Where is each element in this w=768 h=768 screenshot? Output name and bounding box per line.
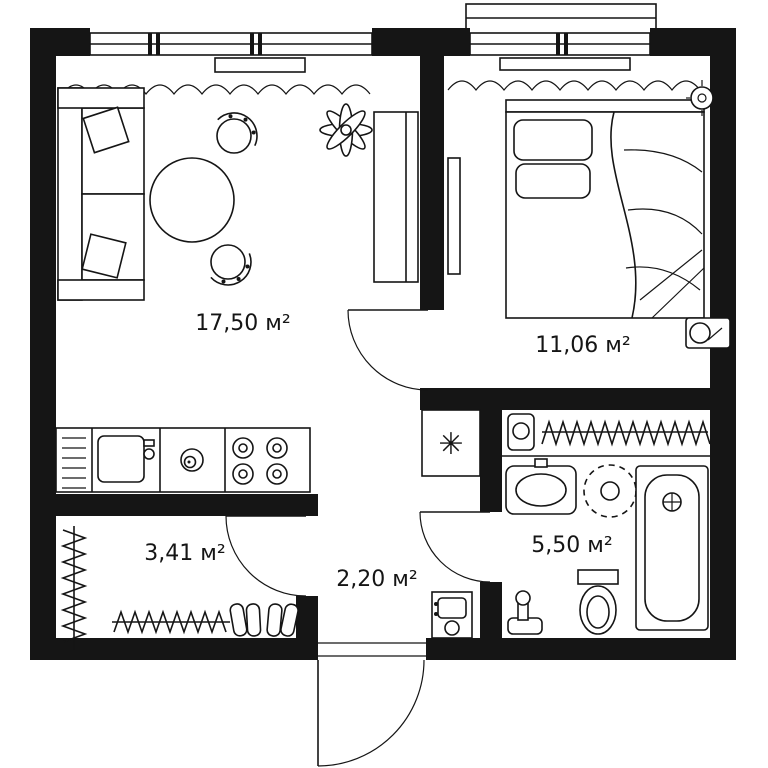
kitchen-counter xyxy=(55,427,311,493)
radiator xyxy=(214,57,306,73)
bathroom-door xyxy=(419,511,491,583)
hallway-wardrobe xyxy=(60,526,230,650)
stove-icon xyxy=(232,437,288,485)
plant-icon xyxy=(319,103,373,157)
walls xyxy=(30,28,736,660)
living-room-area-label: 17,50 м² xyxy=(195,311,290,336)
nightstand xyxy=(685,317,731,349)
chair xyxy=(216,112,258,154)
lamp-icon xyxy=(686,80,714,116)
corridor-area-label: 2,20 м² xyxy=(336,567,417,592)
toilet-icon xyxy=(577,569,619,635)
dish-rack-icon xyxy=(62,437,86,489)
curtains xyxy=(61,80,701,95)
bedroom-area-label: 11,06 м² xyxy=(535,333,630,358)
ventilation-shaft: ✳ xyxy=(421,409,481,477)
utility-panel-icon xyxy=(431,591,473,639)
drain-spiral-icon xyxy=(180,448,204,472)
dining-table xyxy=(149,157,235,243)
bathtub-icon xyxy=(635,465,709,631)
bathroom-closet xyxy=(502,413,711,457)
chair xyxy=(210,244,252,286)
hallway-door xyxy=(225,515,307,597)
bedroom-door xyxy=(347,309,429,391)
bathroom-sink-icon xyxy=(505,458,577,515)
living-window xyxy=(89,32,373,56)
tv-console xyxy=(447,157,461,275)
wardrobe xyxy=(373,111,419,283)
curtain-icon xyxy=(447,80,701,91)
water-heater-icon xyxy=(507,413,535,451)
washing-machine-icon xyxy=(583,464,637,518)
sofa xyxy=(57,87,145,301)
bathroom-area-label: 5,50 м² xyxy=(531,533,612,558)
shoes-icon xyxy=(229,603,299,637)
radiator xyxy=(499,57,631,71)
bed xyxy=(505,99,705,319)
kitchen-sink-icon xyxy=(97,435,155,483)
bedroom-window xyxy=(469,32,651,56)
entrance-door xyxy=(317,642,426,767)
tap-icon xyxy=(507,590,543,635)
hallway-area-label: 3,41 м² xyxy=(144,541,225,566)
ventilation-symbol: ✳ xyxy=(438,427,463,462)
